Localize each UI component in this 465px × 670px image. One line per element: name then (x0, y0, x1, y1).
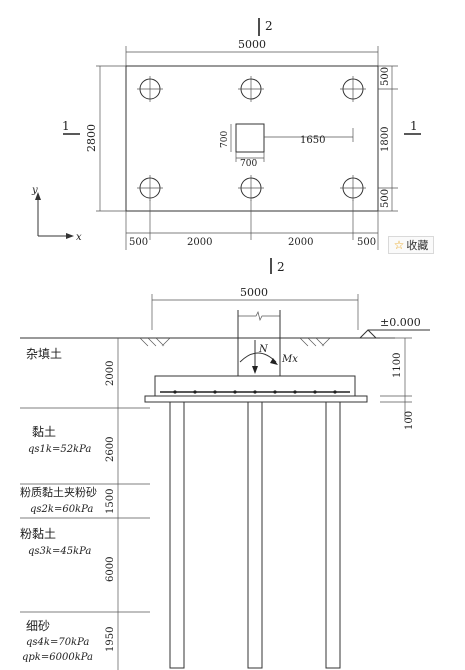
section-column (237, 310, 281, 376)
layer-5-name: 细砂 (26, 619, 50, 633)
layer-4-thickness: 6000 (105, 557, 116, 582)
layer-3-param: qs2k=60kPa (30, 504, 93, 515)
plan-right-dim-1: 500 (380, 67, 391, 86)
layer-1-thickness: 2000 (105, 361, 116, 386)
axis-indicator: y x (31, 185, 82, 243)
plan-right-dim-2: 1800 (380, 127, 391, 152)
favorite-button[interactable]: ☆ 收藏 (388, 236, 434, 254)
layer-3-name: 粉质黏土夹粉砂 (20, 485, 97, 499)
section-2-top-label: 2 (265, 19, 273, 33)
rebar-dots (160, 390, 350, 394)
plan-view: 2 5000 2800 1 1 500 1800 500 (31, 18, 421, 274)
offset-dim: 1650 (300, 135, 325, 146)
section-1-left-label: 1 (62, 119, 70, 133)
plan-bottom-dim-1: 500 (129, 237, 148, 248)
soil-hatch (139, 337, 331, 347)
layer-1-name: 杂填土 (26, 347, 62, 361)
axis-x-label: x (76, 232, 82, 243)
layer-5-thickness: 1950 (105, 627, 116, 652)
pile (247, 401, 263, 669)
layer-2-thickness: 2600 (105, 437, 116, 462)
pile-cap-outline (125, 65, 379, 212)
section-2-bottom-label: 2 (277, 260, 285, 274)
layer-2-name: 黏土 (32, 425, 56, 439)
cushion-dim: 100 (404, 411, 415, 430)
layer-4-param: qs3k=45kPa (28, 546, 91, 557)
section-width-dim: 5000 (240, 286, 268, 299)
layer-5-param: qs4k=70kPa (26, 637, 89, 648)
axis-y-label: y (31, 185, 38, 196)
column-width-dim: 700 (240, 159, 257, 169)
section-1-right-label: 1 (410, 119, 418, 133)
plan-bottom-dim-4: 500 (357, 237, 376, 248)
star-icon: ☆ (393, 238, 405, 252)
plan-height-dim: 2800 (85, 124, 98, 152)
load-n-label: N (258, 344, 269, 355)
plan-piles (137, 76, 366, 201)
moment-arc (239, 352, 277, 363)
moment-label: Mx (281, 354, 298, 365)
plan-width-dim: 5000 (238, 38, 266, 51)
column-height-dim: 700 (220, 131, 230, 148)
column-square (235, 123, 265, 153)
cap-depth-dim: 1100 (392, 353, 403, 378)
layer-2-param: qs1k=52kPa (28, 444, 91, 455)
layer-4-name: 粉黏土 (20, 527, 56, 541)
plan-bottom-dim-3: 2000 (288, 237, 313, 248)
favorite-label: 收藏 (406, 239, 429, 252)
layer-5-param2: qpk=6000kPa (22, 652, 93, 663)
section-cushion (144, 395, 368, 403)
pile (325, 401, 341, 669)
section-view: 5000 N Mx ±0.000 (20, 286, 430, 670)
plan-right-dim-3: 500 (380, 189, 391, 208)
pile (169, 401, 185, 669)
layer-3-thickness: 1500 (105, 489, 116, 514)
plan-bottom-dim-2: 2000 (187, 237, 212, 248)
level-marker-icon (358, 329, 378, 339)
ground-level-label: ±0.000 (380, 316, 421, 329)
section-piles (169, 401, 341, 669)
